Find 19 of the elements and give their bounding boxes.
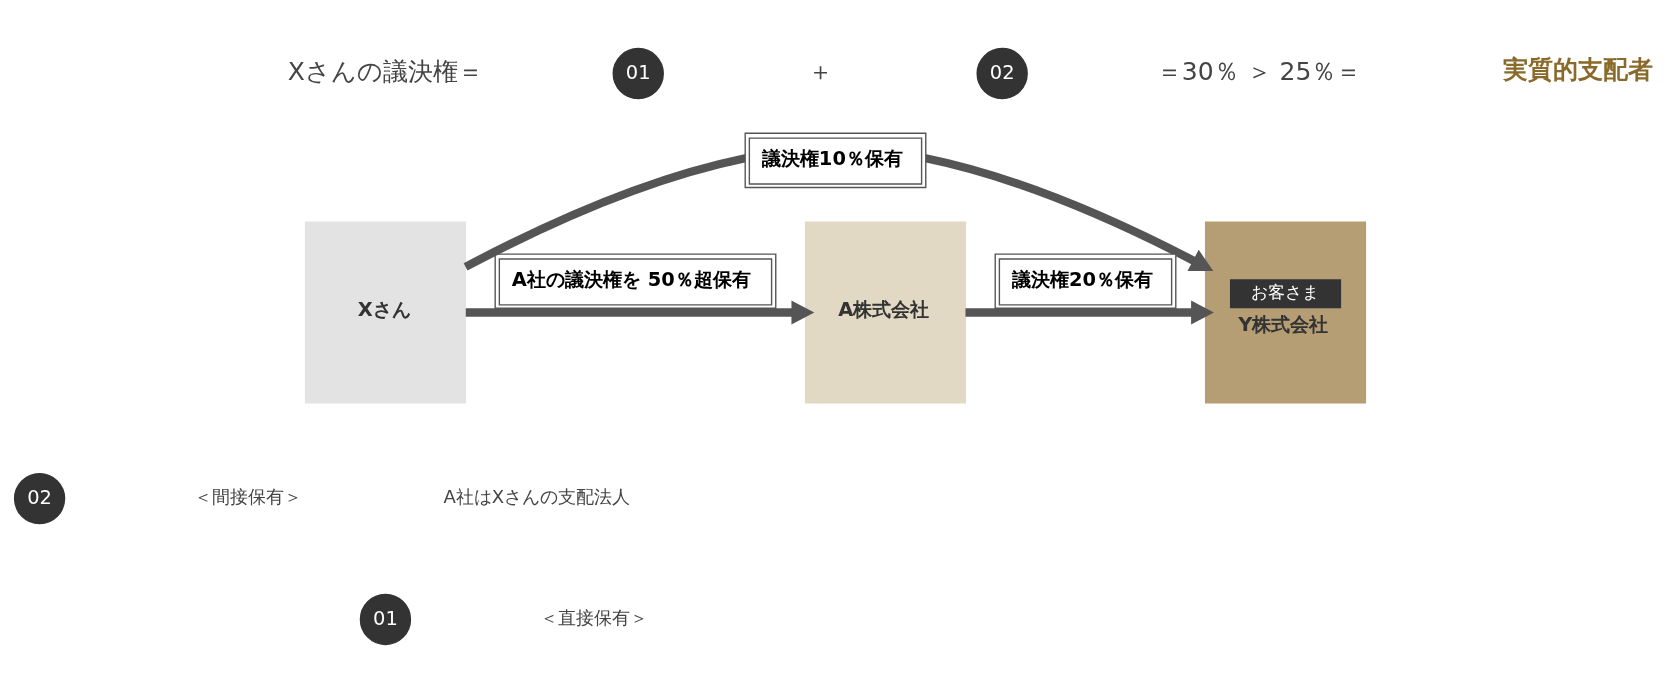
label: Xさんの議決権＝ — [287, 56, 484, 86]
label: ＜直接保有＞ — [539, 606, 648, 628]
label: 01 — [373, 606, 398, 630]
node-box: A株式会社 — [804, 221, 967, 403]
node-box: Xさん — [304, 221, 466, 403]
arrow — [965, 299, 1214, 324]
label: ＝30％ ＞ 25％＝ — [1156, 56, 1362, 86]
label: 02 — [27, 485, 52, 509]
arrow — [465, 299, 815, 324]
label: ＜間接保有＞ — [193, 485, 302, 507]
label: ＋ — [807, 56, 833, 86]
label: 実質的支配者 — [1502, 54, 1653, 84]
node-box: お客さま Y株式会社 — [1204, 221, 1367, 403]
label: A社はXさんの支配法人 — [443, 485, 631, 507]
edge-label: 議決権10％保有 — [761, 146, 903, 170]
edge-label: 議決権20％保有 — [1011, 267, 1153, 291]
label: 01 — [625, 60, 651, 84]
edge-label: A社の議決権を 50％超保有 — [511, 267, 751, 291]
label: 02 — [989, 60, 1015, 84]
